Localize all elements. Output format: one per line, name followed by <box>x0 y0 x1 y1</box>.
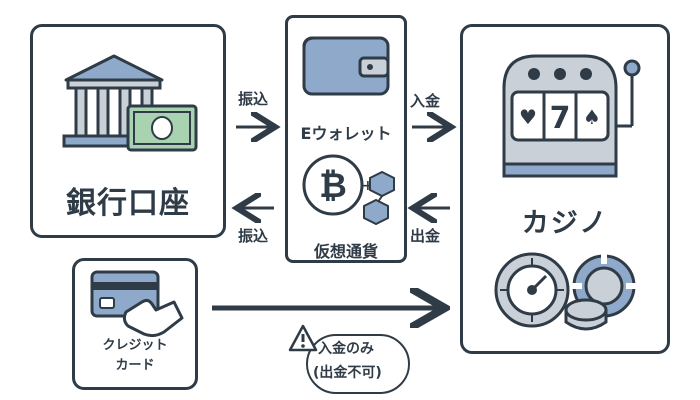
credit-card-label: クレジット カード <box>72 336 198 376</box>
cash-icon <box>126 104 198 152</box>
roulette-icon <box>494 252 570 328</box>
svg-text:₿: ₿ <box>319 166 347 206</box>
crypto-label: 仮想通貨 <box>313 242 378 261</box>
note-line1: 入金のみ <box>318 341 374 357</box>
slot-machine-icon: ♥ 7 ♠ <box>502 54 641 178</box>
warning-icon <box>288 324 318 352</box>
slot-reel-symbol: ♠ <box>583 105 601 129</box>
svg-text:+: + <box>362 178 374 194</box>
wallet-icon <box>302 36 390 96</box>
note-bubble <box>306 334 410 394</box>
bank-account-label: 銀行口座 <box>66 186 190 221</box>
blockchain-icon: + <box>362 170 395 226</box>
flow-label-withdraw: 出金 <box>410 227 441 245</box>
ewallet-label: Eウォレット <box>300 124 392 143</box>
slot-reel-symbol: ♥ <box>519 105 537 129</box>
credit-card-hand-icon <box>90 270 184 338</box>
bitcoin-icon: ₿ <box>302 154 364 216</box>
flow-label-deposit: 入金 <box>410 92 441 110</box>
credit-card-label-line1: クレジット <box>102 338 168 353</box>
credit-card-label-line2: カード <box>115 358 155 373</box>
flow-label-transfer-in: 振込 <box>238 90 269 108</box>
slot-reel-symbol: 7 <box>550 101 571 136</box>
flow-label-transfer-out: 振込 <box>238 227 269 245</box>
casino-label: カジノ <box>521 208 609 239</box>
deposit-only-note: 入金のみ (出金不可) <box>288 324 414 394</box>
note-line2: (出金不可) <box>313 365 382 381</box>
casino-chips-icon <box>564 254 636 331</box>
